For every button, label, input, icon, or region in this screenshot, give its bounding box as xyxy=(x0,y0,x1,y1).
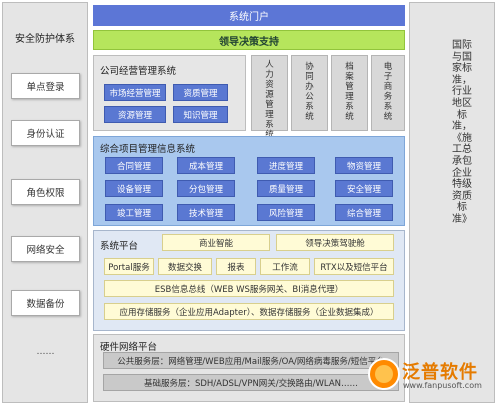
project-item-material[interactable]: 物资管理 xyxy=(335,157,393,174)
company-management-title: 公司经营管理系统 xyxy=(100,66,177,77)
security-item-backup[interactable]: 数据备份 xyxy=(11,290,80,316)
project-management-title: 综合项目管理信息系统 xyxy=(100,144,196,155)
project-item-general[interactable]: 综合管理 xyxy=(335,204,393,221)
hr-system-box[interactable]: 人力资源管理系统 xyxy=(251,55,288,140)
platform-item-cockpit[interactable]: 领导决策驾驶舱 xyxy=(276,234,394,251)
archive-system-box[interactable]: 档案管理系统 xyxy=(331,55,368,131)
security-item-more: …… xyxy=(36,347,55,357)
hardware-public-layer[interactable]: 公共服务层：网络管理/WEB应用/Mail服务/OA/网络病毒服务/短信平台 xyxy=(103,352,399,369)
logo-icon-inner xyxy=(375,365,393,383)
project-item-contract[interactable]: 合同管理 xyxy=(105,157,163,174)
platform-item-esb[interactable]: ESB信息总线（WEB WS服务网关、BI消息代理） xyxy=(104,280,394,297)
project-item-schedule[interactable]: 进度管理 xyxy=(257,157,315,174)
security-item-roles[interactable]: 角色权限 xyxy=(11,179,80,205)
project-item-risk[interactable]: 风险管理 xyxy=(257,204,315,221)
project-item-completion[interactable]: 竣工管理 xyxy=(105,204,163,221)
project-item-safety[interactable]: 安全管理 xyxy=(335,180,393,197)
security-title: 安全防护体系 xyxy=(15,34,75,45)
platform-item-workflow[interactable]: 工作流 xyxy=(260,258,310,275)
mgmt-item-knowledge[interactable]: 知识管理 xyxy=(173,106,228,123)
hardware-platform-title: 硬件网络平台 xyxy=(100,342,158,353)
project-item-subcontract[interactable]: 分包管理 xyxy=(177,180,235,197)
mgmt-item-qualification[interactable]: 资质管理 xyxy=(173,84,228,101)
platform-item-storage[interactable]: 应用存储服务（企业应用Adapter）、数据存储服务（企业数据集成） xyxy=(104,303,394,320)
office-system-box[interactable]: 协同办公系统 xyxy=(291,55,328,131)
standards-column xyxy=(409,2,495,403)
leader-decision-bar[interactable]: 领导决策支持 xyxy=(93,30,405,50)
system-portal-bar[interactable]: 系统门户 xyxy=(93,5,405,26)
platform-item-bi[interactable]: 商业智能 xyxy=(162,234,270,251)
standards-text: 国际与国家标准，行业地区标准，《施工总承包企业特级资质标准》 xyxy=(452,40,472,225)
platform-item-exchange[interactable]: 数据交换 xyxy=(158,258,212,275)
project-item-quality[interactable]: 质量管理 xyxy=(257,180,315,197)
mgmt-item-resource[interactable]: 资源管理 xyxy=(104,106,166,123)
archive-system-label: 档案管理系统 xyxy=(345,62,354,122)
security-item-network[interactable]: 网络安全 xyxy=(11,236,80,262)
project-item-technical[interactable]: 技术管理 xyxy=(177,204,235,221)
mgmt-item-market[interactable]: 市场经营管理 xyxy=(104,84,166,101)
hardware-base-layer[interactable]: 基础服务层：SDH/ADSL/VPN网关/交换路由/WLAN…… xyxy=(103,374,399,391)
project-item-cost[interactable]: 成本管理 xyxy=(177,157,235,174)
security-item-sso[interactable]: 单点登录 xyxy=(11,73,80,99)
office-system-label: 协同办公系统 xyxy=(305,62,314,122)
platform-item-portal[interactable]: Portal服务 xyxy=(104,258,154,275)
ecommerce-system-box[interactable]: 电子商务系统 xyxy=(371,55,405,131)
project-item-equipment[interactable]: 设备管理 xyxy=(105,180,163,197)
security-item-auth[interactable]: 身份认证 xyxy=(11,120,80,146)
logo-url: www.fanpusoft.com xyxy=(403,381,482,390)
ecommerce-system-label: 电子商务系统 xyxy=(383,62,393,122)
platform-item-rtx[interactable]: RTX以及短信平台 xyxy=(314,258,394,275)
system-platform-title: 系统平台 xyxy=(100,241,139,252)
platform-item-report[interactable]: 报表 xyxy=(216,258,256,275)
hr-system-label: 人力资源管理系统 xyxy=(265,60,274,140)
logo-text: 泛普软件 xyxy=(402,362,478,383)
